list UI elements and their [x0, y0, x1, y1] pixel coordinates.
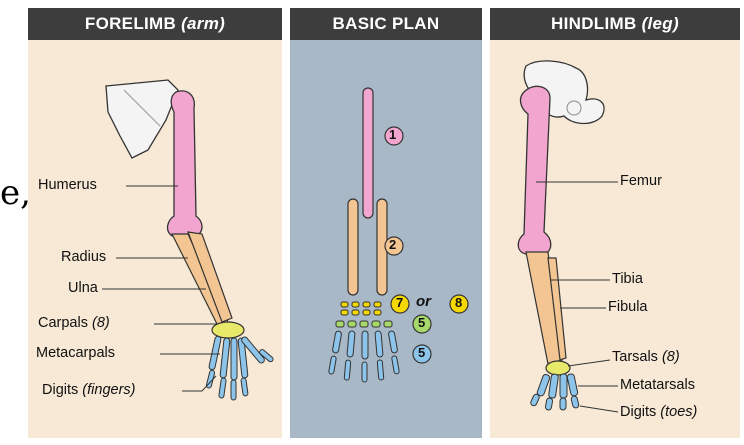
finger-digits-note: (fingers)	[82, 382, 135, 398]
marker-or-text: or	[416, 293, 431, 310]
marker-2-text: 2	[389, 237, 396, 252]
basic-plan-panel: BASIC PLAN	[290, 8, 482, 438]
tarsals-count: (8)	[662, 349, 680, 365]
foot-bones	[530, 373, 580, 410]
stray-text-fragment: e,	[0, 176, 31, 210]
humerus-label: Humerus	[38, 177, 97, 193]
hindlimb-illustration	[490, 8, 740, 438]
marker-5-green-text: 5	[418, 315, 425, 330]
plan-upper-bone	[363, 88, 373, 218]
femur-bone	[518, 86, 551, 254]
marker-5-blue-text: 5	[418, 345, 425, 360]
tibia-label: Tibia	[612, 271, 643, 287]
marker-8-text: 8	[455, 295, 462, 310]
finger-digits-label: Digits (fingers)	[42, 382, 135, 398]
plan-green-row	[336, 321, 392, 327]
fibula-label: Fibula	[608, 299, 648, 315]
marker-1-text: 1	[389, 127, 396, 142]
femur-label: Femur	[620, 173, 662, 189]
tarsal-bones	[546, 361, 570, 375]
forelimb-panel: FORELIMB (arm)	[28, 8, 282, 438]
hand-bones	[206, 336, 274, 400]
marker-7-text: 7	[396, 295, 403, 310]
basic-plan-diagram	[290, 8, 482, 438]
toe-digits-note: (toes)	[660, 404, 697, 420]
finger-digits-label-name: Digits	[42, 382, 78, 398]
metacarpals-label: Metacarpals	[36, 345, 115, 361]
carpals-label: Carpals (8)	[38, 315, 110, 331]
tarsals-label: Tarsals (8)	[612, 349, 680, 365]
carpals-label-name: Carpals	[38, 315, 88, 331]
plan-digit-bones	[328, 331, 399, 382]
plan-wrist-bones	[341, 302, 381, 315]
ulna-label: Ulna	[68, 280, 98, 296]
radius-label: Radius	[61, 249, 106, 265]
toe-digits-label-name: Digits	[620, 404, 656, 420]
tarsals-label-name: Tarsals	[612, 349, 658, 365]
forelimb-illustration	[28, 8, 282, 438]
metatarsals-label: Metatarsals	[620, 377, 695, 393]
humerus-bone	[168, 91, 202, 236]
plan-lower-bone-left	[348, 199, 358, 295]
carpals-count: (8)	[92, 315, 110, 331]
scapula-bone	[106, 80, 178, 158]
toe-digits-label: Digits (toes)	[620, 404, 697, 420]
hindlimb-panel: HINDLIMB (leg)	[490, 8, 740, 438]
